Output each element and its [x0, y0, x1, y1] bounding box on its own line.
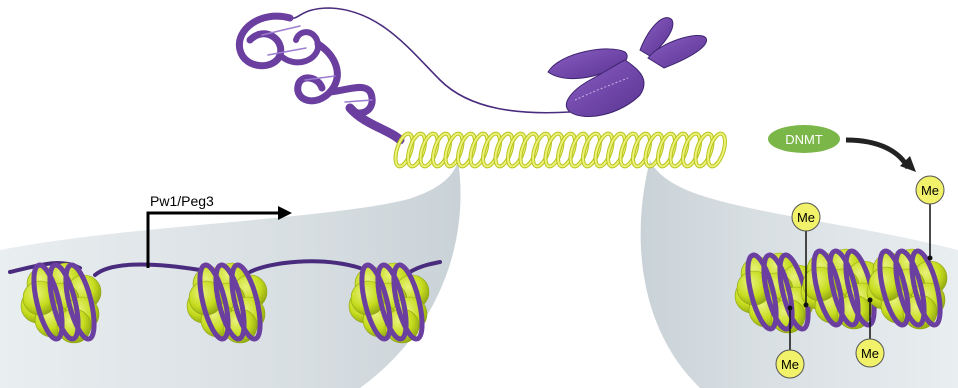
methyl-label: Me [861, 346, 879, 361]
dnmt-label: DNMT [785, 132, 823, 147]
methyl-label: Me [781, 357, 799, 372]
dnmt-enzyme: DNMT [768, 125, 840, 153]
nucleosomes-open [21, 262, 429, 343]
chromosome [548, 18, 707, 117]
promoter-label: Pw1/Peg3 [150, 193, 214, 209]
nucleosomes-closed [735, 248, 947, 333]
methyl-label: Me [797, 210, 815, 225]
coiled-fiber [392, 132, 728, 169]
chromatin-loops [239, 16, 400, 140]
methyl-label: Me [921, 183, 939, 198]
dnmt-arrow [846, 140, 908, 168]
